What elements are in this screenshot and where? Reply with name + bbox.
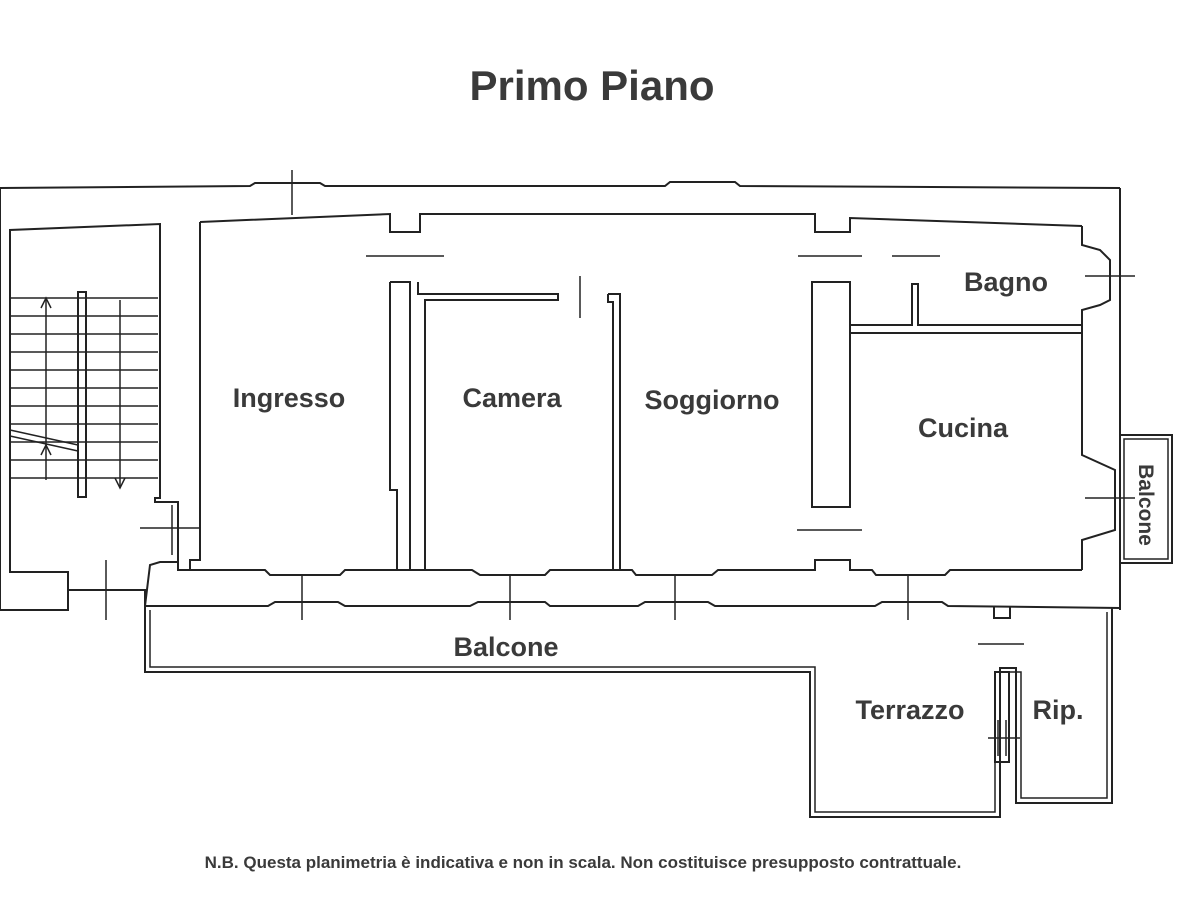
room-label-balcone-side: Balcone bbox=[1134, 464, 1157, 546]
room-label-balcone: Balcone bbox=[453, 632, 558, 662]
room-label-cucina: Cucina bbox=[918, 413, 1009, 443]
disclaimer-note: N.B. Questa planimetria è indicativa e n… bbox=[204, 853, 962, 872]
south-inner-wall bbox=[190, 559, 1082, 576]
side-balcony bbox=[1119, 434, 1173, 564]
inner-east-wall bbox=[1081, 226, 1116, 570]
balcone-outline bbox=[144, 606, 1113, 818]
balcony-terrace bbox=[144, 606, 1113, 818]
room-label-terrazzo: Terrazzo bbox=[855, 695, 964, 725]
soggiorno-column bbox=[811, 281, 851, 508]
room-label-soggiorno: Soggiorno bbox=[645, 385, 780, 415]
door-marks bbox=[105, 170, 1135, 756]
room-label-camera: Camera bbox=[462, 383, 562, 413]
room-label-ripostiglio: Rip. bbox=[1033, 695, 1084, 725]
terrazzo-rip-divider bbox=[994, 671, 1010, 763]
room-label-bagno: Bagno bbox=[964, 267, 1048, 297]
north-wall bbox=[0, 181, 1121, 189]
ingresso-camera-wall bbox=[389, 281, 411, 571]
camera-soggiorno-wall bbox=[607, 293, 621, 571]
inner-north-wall bbox=[199, 212, 1083, 233]
stair-block bbox=[0, 188, 201, 611]
south-outer-wall bbox=[145, 601, 1121, 609]
plan-title: Primo Piano bbox=[469, 62, 715, 109]
room-label-ingresso: Ingresso bbox=[233, 383, 346, 413]
outer-walls bbox=[0, 181, 1121, 610]
partitions bbox=[389, 281, 1173, 571]
bagno-cucina-wall bbox=[849, 283, 1083, 507]
